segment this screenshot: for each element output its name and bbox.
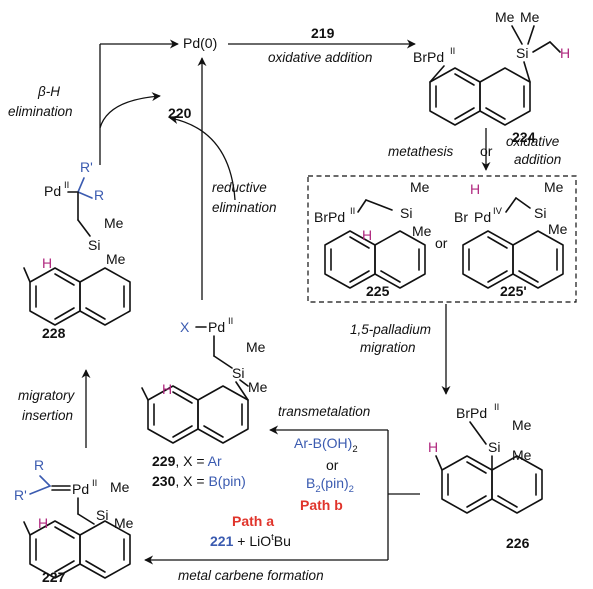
compound-225-prime: H Br Pd IV Si Me Me: [454, 179, 568, 289]
svg-text:BrPd: BrPd: [314, 209, 345, 225]
svg-text:Pd: Pd: [208, 319, 225, 335]
svg-text:Me: Me: [248, 379, 268, 395]
compound-230-label: 230, X = B(pin): [152, 473, 246, 489]
svg-text:Me: Me: [512, 417, 532, 433]
or-between-225: or: [435, 235, 448, 251]
svg-text:II: II: [494, 402, 499, 413]
compound-228: Pd II R' R Si Me Me H: [23, 159, 131, 326]
svg-text:Me: Me: [544, 179, 564, 195]
svg-text:II: II: [228, 316, 233, 327]
svg-text:Si: Si: [88, 237, 100, 253]
svg-text:R': R': [14, 487, 27, 503]
svg-text:BrPd: BrPd: [456, 405, 487, 421]
svg-text:II: II: [92, 478, 97, 489]
svg-text:II: II: [350, 206, 355, 217]
path-b-label: Path b: [300, 497, 343, 513]
reductive-elimination-label: elimination: [212, 200, 277, 215]
svg-text:Si: Si: [488, 439, 500, 455]
svg-text:Br: Br: [454, 209, 468, 225]
reagent-221-lio: 221 + LiOtBu: [210, 532, 291, 549]
addition-label-2: addition: [514, 152, 561, 167]
oxidative-addition-label: oxidative addition: [268, 50, 372, 65]
svg-text:R: R: [94, 187, 104, 203]
svg-text:Pd: Pd: [44, 183, 61, 199]
reductive-label: reductive: [212, 180, 267, 195]
arboh2-label: Ar-B(OH)2: [294, 435, 358, 455]
compound-226: BrPd II Si Me Me H: [428, 402, 543, 514]
svg-text:Si: Si: [232, 365, 244, 381]
migratory-label: migratory: [18, 388, 76, 403]
pd-migration-label-2: migration: [360, 340, 416, 355]
pd-migration-label-1: 1,5-palladium: [350, 322, 431, 337]
transmetalation-label: transmetalation: [278, 404, 370, 419]
svg-text:X: X: [180, 319, 190, 335]
svg-text:IV: IV: [493, 206, 503, 217]
svg-text:Me: Me: [548, 221, 568, 237]
svg-text:Me: Me: [104, 215, 124, 231]
svg-text:Me: Me: [106, 251, 126, 267]
compound-227-label: 227: [42, 569, 66, 585]
svg-text:Me: Me: [512, 447, 532, 463]
svg-text:Me: Me: [110, 479, 130, 495]
svg-text:Me: Me: [114, 515, 134, 531]
svg-text:H: H: [38, 515, 48, 531]
compound-226-label: 226: [506, 535, 530, 551]
svg-text:Me: Me: [520, 9, 540, 25]
compound-229-label: 229, X = Ar: [152, 453, 222, 469]
oxidative-label-2: oxidative: [506, 134, 559, 149]
svg-text:H: H: [428, 439, 438, 455]
svg-text:R: R: [34, 457, 44, 473]
insertion-label: insertion: [22, 408, 73, 423]
svg-text:II: II: [450, 46, 455, 57]
metal-carbene-label: metal carbene formation: [178, 568, 324, 583]
svg-text:Pd: Pd: [72, 481, 89, 497]
compound-225-label: 225: [366, 283, 390, 299]
svg-text:H: H: [42, 255, 52, 271]
reagent-219: 219: [311, 25, 335, 41]
svg-text:Pd: Pd: [474, 209, 491, 225]
or-path-b: or: [326, 457, 339, 473]
b2pin2-label: B2(pin)2: [306, 475, 354, 495]
compound-227: R R' Pd II Si Me Me H: [14, 457, 134, 579]
svg-text:Si: Si: [516, 45, 528, 61]
intermediates-box: [307, 175, 577, 303]
svg-text:Me: Me: [246, 339, 266, 355]
beta-h-elimination-label: elimination: [8, 104, 73, 119]
compound-224-label: 224: [512, 129, 536, 145]
svg-text:BrPd: BrPd: [413, 49, 444, 65]
pd0-label: Pd(0): [183, 35, 217, 51]
svg-text:H: H: [470, 181, 480, 197]
or-label: or: [480, 143, 493, 159]
svg-text:H: H: [362, 227, 372, 243]
path-a-label: Path a: [232, 513, 274, 529]
svg-text:Me: Me: [410, 179, 430, 195]
compound-224: BrPd II Si Me Me H: [413, 9, 570, 126]
svg-text:II: II: [64, 180, 69, 191]
svg-text:H: H: [162, 381, 172, 397]
svg-text:Me: Me: [495, 9, 515, 25]
compound-225: BrPd II Si Me Me H: [314, 179, 432, 289]
svg-text:R': R': [80, 159, 93, 175]
svg-text:Me: Me: [412, 223, 432, 239]
svg-text:H: H: [560, 45, 570, 61]
svg-text:Si: Si: [534, 205, 546, 221]
svg-text:Si: Si: [400, 205, 412, 221]
compound-225p-label: 225': [500, 283, 527, 299]
metathesis-label: metathesis: [388, 144, 454, 159]
compound-229-230: X Pd II Si Me Me H: [141, 316, 268, 444]
beta-h-label: β-H: [37, 84, 60, 99]
compound-228-label: 228: [42, 325, 66, 341]
svg-text:Si: Si: [96, 507, 108, 523]
